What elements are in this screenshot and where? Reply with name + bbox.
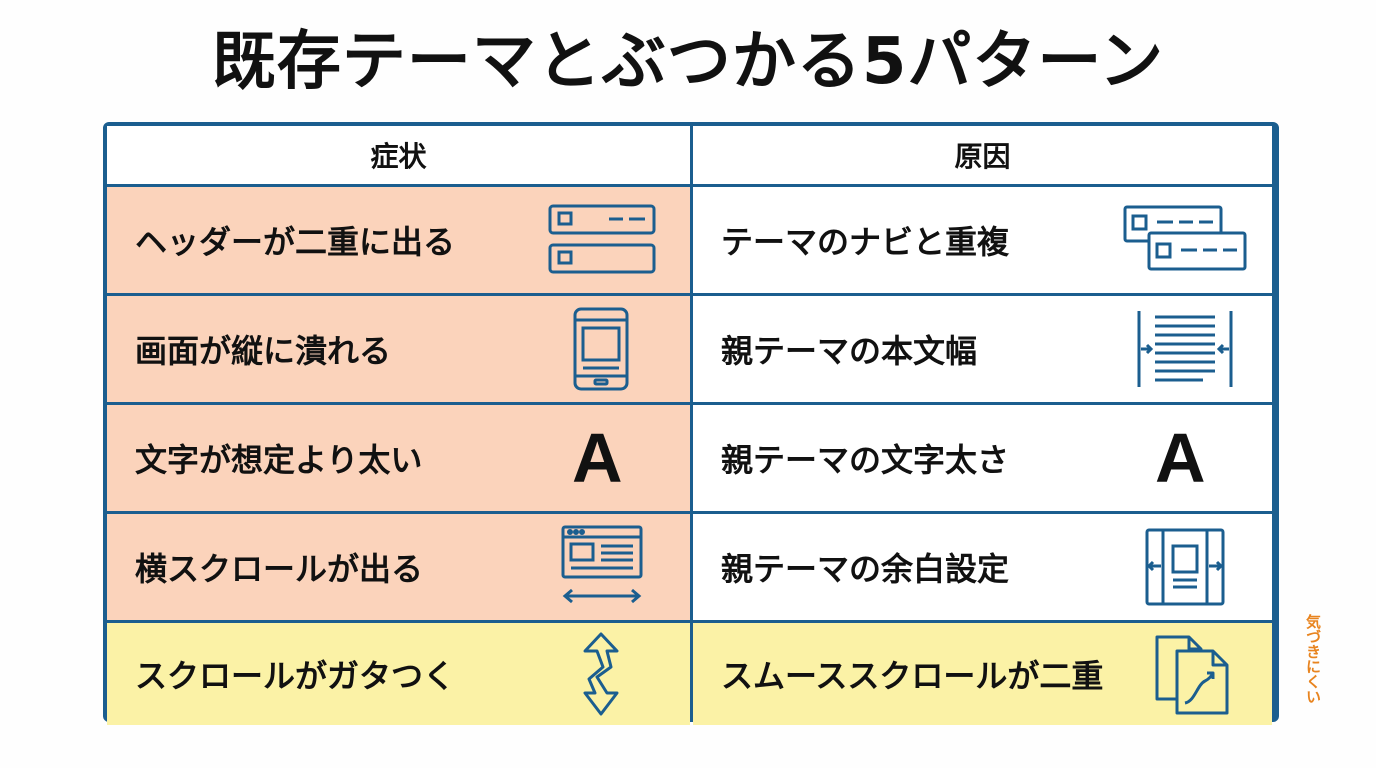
symptom-cell-4: 横スクロールが出る (107, 514, 690, 620)
symptom-cell-5: スクロールがガタつく (107, 623, 690, 725)
patterns-table: 症状 原因 ヘッダーが二重に出る テーマのナビと重複 (103, 122, 1279, 725)
cause-cell-4: 親テーマの余白設定 (693, 514, 1272, 620)
symptom-text-4: 横スクロールが出る (135, 550, 424, 588)
symptom-text-3: 文字が想定より太い (135, 441, 423, 479)
header-symptom: 症状 (107, 126, 690, 184)
double-header-icon (548, 204, 656, 274)
symptom-cell-2: 画面が縦に潰れる (107, 296, 690, 402)
symptom-text-1: ヘッダーが二重に出る (135, 223, 456, 261)
symptom-cell-3: 文字が想定より太い A (107, 405, 690, 511)
letter-a-icon: A (572, 419, 623, 497)
symptom-text-2: 画面が縦に潰れる (135, 332, 392, 370)
cause-cell-1: テーマのナビと重複 (693, 187, 1272, 293)
cause-text-3: 親テーマの文字太さ (721, 441, 1010, 479)
page-margin-icon (1145, 528, 1225, 606)
page-title: 既存テーマとぶつかる5パターン (211, 25, 1165, 99)
symptom-text-5: スクロールがガタつく (135, 657, 456, 695)
cause-text-4: 親テーマの余白設定 (721, 550, 1010, 588)
symptom-cell-1: ヘッダーが二重に出る (107, 187, 690, 293)
jerky-scroll-icon (583, 632, 619, 716)
overlapping-windows-icon (1123, 205, 1247, 271)
mobile-phone-icon (573, 307, 629, 391)
content-width-icon (1137, 311, 1233, 387)
horizontal-scroll-icon (561, 525, 643, 604)
cause-text-1: テーマのナビと重複 (721, 223, 1010, 261)
side-note: 気づきにくい (1304, 614, 1322, 704)
cause-cell-2: 親テーマの本文幅 (693, 296, 1272, 402)
cause-cell-5: スムーススクロールが二重 (693, 623, 1272, 725)
cause-text-5: スムーススクロールが二重 (721, 657, 1104, 695)
cause-text-2: 親テーマの本文幅 (721, 332, 978, 370)
duplicate-documents-icon (1155, 635, 1229, 715)
letter-a-icon: A (1155, 419, 1206, 497)
header-cause: 原因 (693, 126, 1272, 184)
cause-cell-3: 親テーマの文字太さ A (693, 405, 1272, 511)
